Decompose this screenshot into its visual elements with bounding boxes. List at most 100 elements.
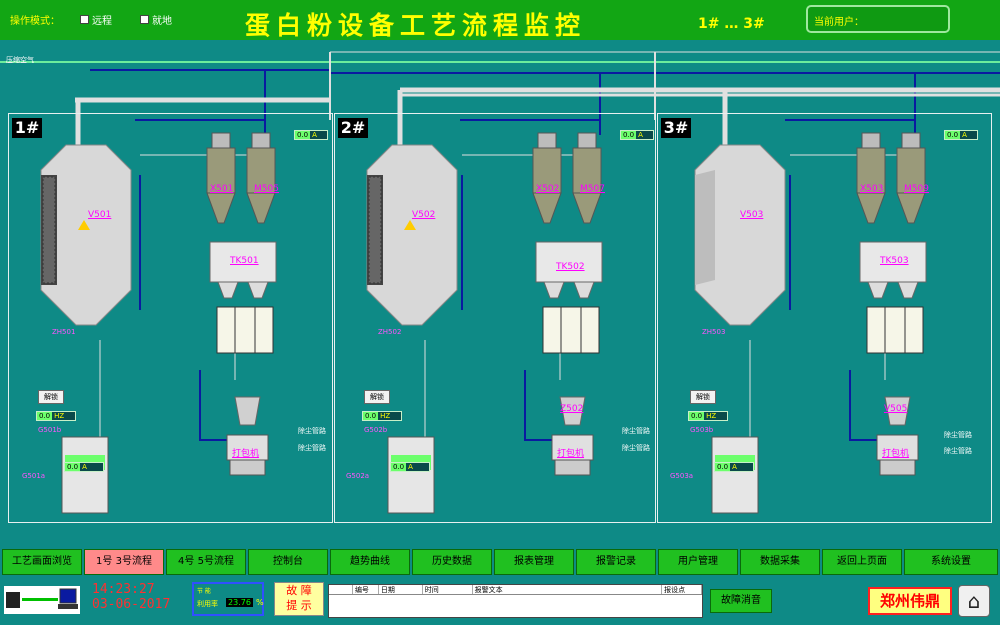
efficiency-panel: 节 能 利用率 23.76 % xyxy=(192,582,264,616)
clock: 14:23:27 03-06-2017 xyxy=(92,582,171,612)
section-3-unlock-button[interactable]: 解锁 xyxy=(690,390,716,404)
nav-process-browse[interactable]: 工艺画面浏览 xyxy=(2,549,82,575)
section-1-motor-tag2: G501a xyxy=(22,472,46,480)
section-2-unlock-button[interactable]: 解锁 xyxy=(364,390,390,404)
alarm-col-point: 报设点 xyxy=(662,585,702,594)
section-1-mill xyxy=(61,436,109,514)
header-bar: 操作模式： 远程 就地 蛋白粉设备工艺流程监控 1# … 3# 当前用户： xyxy=(0,0,1000,40)
section-2-motor-tag: G502b xyxy=(364,426,388,434)
home-icon[interactable]: ⌂ xyxy=(958,585,990,617)
section-2-hopper-label[interactable]: TK502 xyxy=(556,262,585,272)
section-2-cyclone-a[interactable]: X502 xyxy=(536,184,560,194)
section-3-packer-label[interactable]: 打包机 xyxy=(882,449,910,459)
section-3-small-tank[interactable]: V505 xyxy=(884,404,908,414)
fault-indicator[interactable]: 故 障 提 示 xyxy=(274,582,324,616)
section-1-frame xyxy=(8,113,333,523)
alarm-col-date: 日期 xyxy=(379,585,423,594)
nav-reports[interactable]: 报表管理 xyxy=(494,549,574,575)
section-2-cyclones xyxy=(532,132,602,224)
section-3-cyclone-b[interactable]: M509 xyxy=(904,184,929,194)
section-3-hopper xyxy=(859,241,927,299)
alarm-col-time: 时间 xyxy=(423,585,473,594)
section-3-sifter xyxy=(866,306,924,354)
mode-label: 操作模式： xyxy=(10,16,60,27)
section-3-label: 3# xyxy=(661,118,691,138)
alarm-table[interactable]: 编号 日期 时间 报警文本 报设点 xyxy=(328,584,703,618)
section-2-tank[interactable] xyxy=(362,140,462,340)
section-1-packer-label[interactable]: 打包机 xyxy=(232,449,260,459)
section-3-tank-label[interactable]: V503 xyxy=(740,210,764,220)
section-1-cyclone-b[interactable]: M505 xyxy=(254,184,279,194)
section-1-motor-tag: G501b xyxy=(38,426,62,434)
section-1-cyclones xyxy=(206,132,276,224)
nav-line-4-5[interactable]: 4号 5号流程 xyxy=(166,549,246,575)
mode-local-checkbox[interactable]: 就地 xyxy=(140,12,172,27)
alarm-col-no: 编号 xyxy=(353,585,379,594)
section-2-motor-tag2: G502a xyxy=(346,472,370,480)
section-3-frame xyxy=(657,113,992,523)
section-1-packer xyxy=(226,396,269,476)
alarm-silence-button[interactable]: 故障消音 xyxy=(710,589,772,613)
alarm-col-text: 报警文本 xyxy=(473,585,663,594)
section-1-tank-label[interactable]: V501 xyxy=(88,210,112,220)
section-3-hopper-label[interactable]: TK503 xyxy=(880,256,909,266)
section-3-cyclone-a[interactable]: X503 xyxy=(860,184,884,194)
nav-back[interactable]: 返回上页面 xyxy=(822,549,902,575)
section-2-small-tank[interactable]: Z502 xyxy=(560,404,584,414)
section-2-packer xyxy=(551,396,594,476)
section-1-hopper xyxy=(209,241,277,299)
page-title: 蛋白粉设备工艺流程监控 xyxy=(245,11,587,40)
compressed-air-label: 压缩空气 xyxy=(6,56,34,64)
section-2-sifter xyxy=(542,306,600,354)
section-2-valve: ZH502 xyxy=(378,328,402,336)
nav-trend[interactable]: 趋势曲线 xyxy=(330,549,410,575)
nav-history[interactable]: 历史数据 xyxy=(412,549,492,575)
nav-data-collect[interactable]: 数据采集 xyxy=(740,549,820,575)
section-2-cyclone-b[interactable]: M507 xyxy=(580,184,605,194)
section-1-hopper-label[interactable]: TK501 xyxy=(230,256,259,266)
section-2-mill xyxy=(387,436,435,514)
section-1-valve: ZH501 xyxy=(52,328,76,336)
mode-remote-checkbox[interactable]: 远程 xyxy=(80,12,112,27)
section-3-valve: ZH503 xyxy=(702,328,726,336)
section-3-dust-1: 除尘管路 xyxy=(944,431,972,439)
section-2-dust-1: 除尘管路 xyxy=(622,427,650,435)
section-2-hopper xyxy=(535,241,603,299)
section-1-dust-1: 除尘管路 xyxy=(298,427,326,435)
section-1-dust-2: 除尘管路 xyxy=(298,444,326,452)
section-2-label: 2# xyxy=(338,118,368,138)
section-1-unlock-button[interactable]: 解锁 xyxy=(38,390,64,404)
page-subtitle: 1# … 3# xyxy=(698,16,765,32)
section-2-tank-label[interactable]: V502 xyxy=(412,210,436,220)
section-2-packer-label[interactable]: 打包机 xyxy=(557,449,585,459)
brand-logo: 郑州伟鼎 xyxy=(868,587,952,615)
section-1-tank[interactable] xyxy=(36,140,136,340)
section-3-dust-2: 除尘管路 xyxy=(944,447,972,455)
nav-alarm-log[interactable]: 报警记录 xyxy=(576,549,656,575)
section-1-sifter xyxy=(216,306,274,354)
section-3-tank[interactable] xyxy=(690,140,790,340)
nav-line-1-3[interactable]: 1号 3号流程 xyxy=(84,549,164,575)
section-1-label: 1# xyxy=(12,118,42,138)
section-3-packer xyxy=(876,396,919,476)
nav-console[interactable]: 控制台 xyxy=(248,549,328,575)
section-1-cyclone-a[interactable]: X501 xyxy=(210,184,234,194)
nav-user-mgmt[interactable]: 用户管理 xyxy=(658,549,738,575)
section-2-dust-2: 除尘管路 xyxy=(622,444,650,452)
nav-settings[interactable]: 系统设置 xyxy=(904,549,998,575)
section-3-motor-tag: G503b xyxy=(690,426,714,434)
section-2-frame xyxy=(334,113,656,523)
section-3-cyclones xyxy=(856,132,926,224)
network-pc-icon xyxy=(4,586,80,614)
section-3-mill xyxy=(711,436,759,514)
current-user-box[interactable]: 当前用户： xyxy=(806,5,950,33)
